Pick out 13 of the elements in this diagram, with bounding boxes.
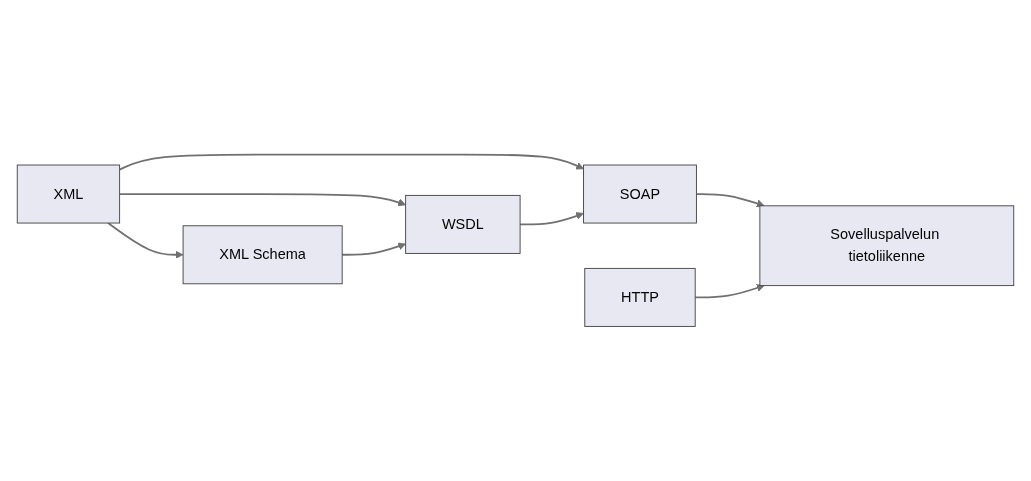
node-box: Sovelluspalvelun tietoliikenne [759, 205, 1015, 287]
arrow [341, 242, 406, 256]
node-box: SOAP [583, 164, 697, 224]
arrow [519, 212, 584, 226]
arrow [694, 284, 765, 299]
node-box: WSDL [405, 194, 521, 254]
arrow [118, 153, 584, 171]
node-box: XML [16, 164, 121, 224]
arrow [118, 193, 406, 207]
node-box: XML Schema [182, 225, 343, 285]
arrow [695, 193, 765, 208]
node-box: HTTP [584, 267, 696, 327]
arrow [107, 222, 184, 259]
